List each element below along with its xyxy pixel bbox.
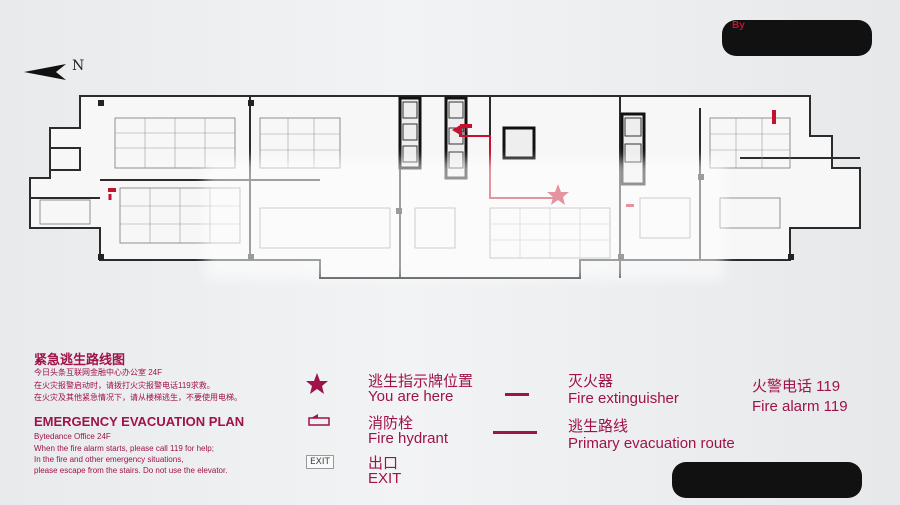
legend-cn-line2: 在火灾及其他紧急情况下，请从楼梯逃生，不要使用电梯。: [34, 393, 242, 402]
glare: [205, 160, 725, 280]
legend-cn-title: 紧急逃生路线图: [34, 352, 126, 367]
extinguisher-cn: 灭火器: [568, 373, 614, 390]
legend-cn-office: 今日头条互联网金融中心办公室 24F: [34, 368, 163, 377]
legend-en-title: EMERGENCY EVACUATION PLAN: [34, 414, 245, 429]
fire-alarm-cn: 火警电话 119: [752, 378, 841, 395]
legend-cn-line1: 在火灾报警启动时，请拨打火灾报警电话119求救。: [34, 381, 215, 390]
you-are-here-cn: 逃生指示牌位置: [368, 373, 474, 390]
legend-en-line2: In the fire and other emergency situatio…: [34, 455, 184, 464]
redacted-logo: [722, 20, 872, 56]
exit-en: EXIT: [368, 470, 402, 487]
byline-fragment: By: [732, 20, 745, 31]
north-label: N: [72, 58, 85, 74]
legend-en-office: Bytedance Office 24F: [34, 432, 111, 441]
redacted-footer: [672, 462, 862, 498]
hydrant-en: Fire hydrant: [368, 430, 449, 447]
route-cn: 逃生路线: [568, 418, 629, 435]
legend-en-line3: please escape from the stairs. Do not us…: [34, 466, 228, 475]
evacuation-route-icon: [493, 431, 537, 434]
you-are-here-en: You are here: [368, 388, 454, 405]
hydrant-cn: 消防栓: [368, 415, 414, 432]
extinguisher-icon: [505, 393, 529, 396]
exit-sign-icon: EXIT: [306, 455, 335, 469]
fire-hydrant-icon: [308, 414, 330, 426]
legend-en-line1: When the fire alarm starts, please call …: [34, 444, 214, 453]
exit-cn: 出口: [368, 455, 399, 472]
north-arrow-icon: [24, 64, 66, 80]
route-en: Primary evacuation route: [568, 435, 735, 452]
star-icon: [306, 373, 328, 394]
extinguisher-en: Fire extinguisher: [568, 390, 679, 407]
plan-exit-label: EXIT: [455, 128, 469, 134]
fire-alarm-en: Fire alarm 119: [752, 398, 848, 415]
